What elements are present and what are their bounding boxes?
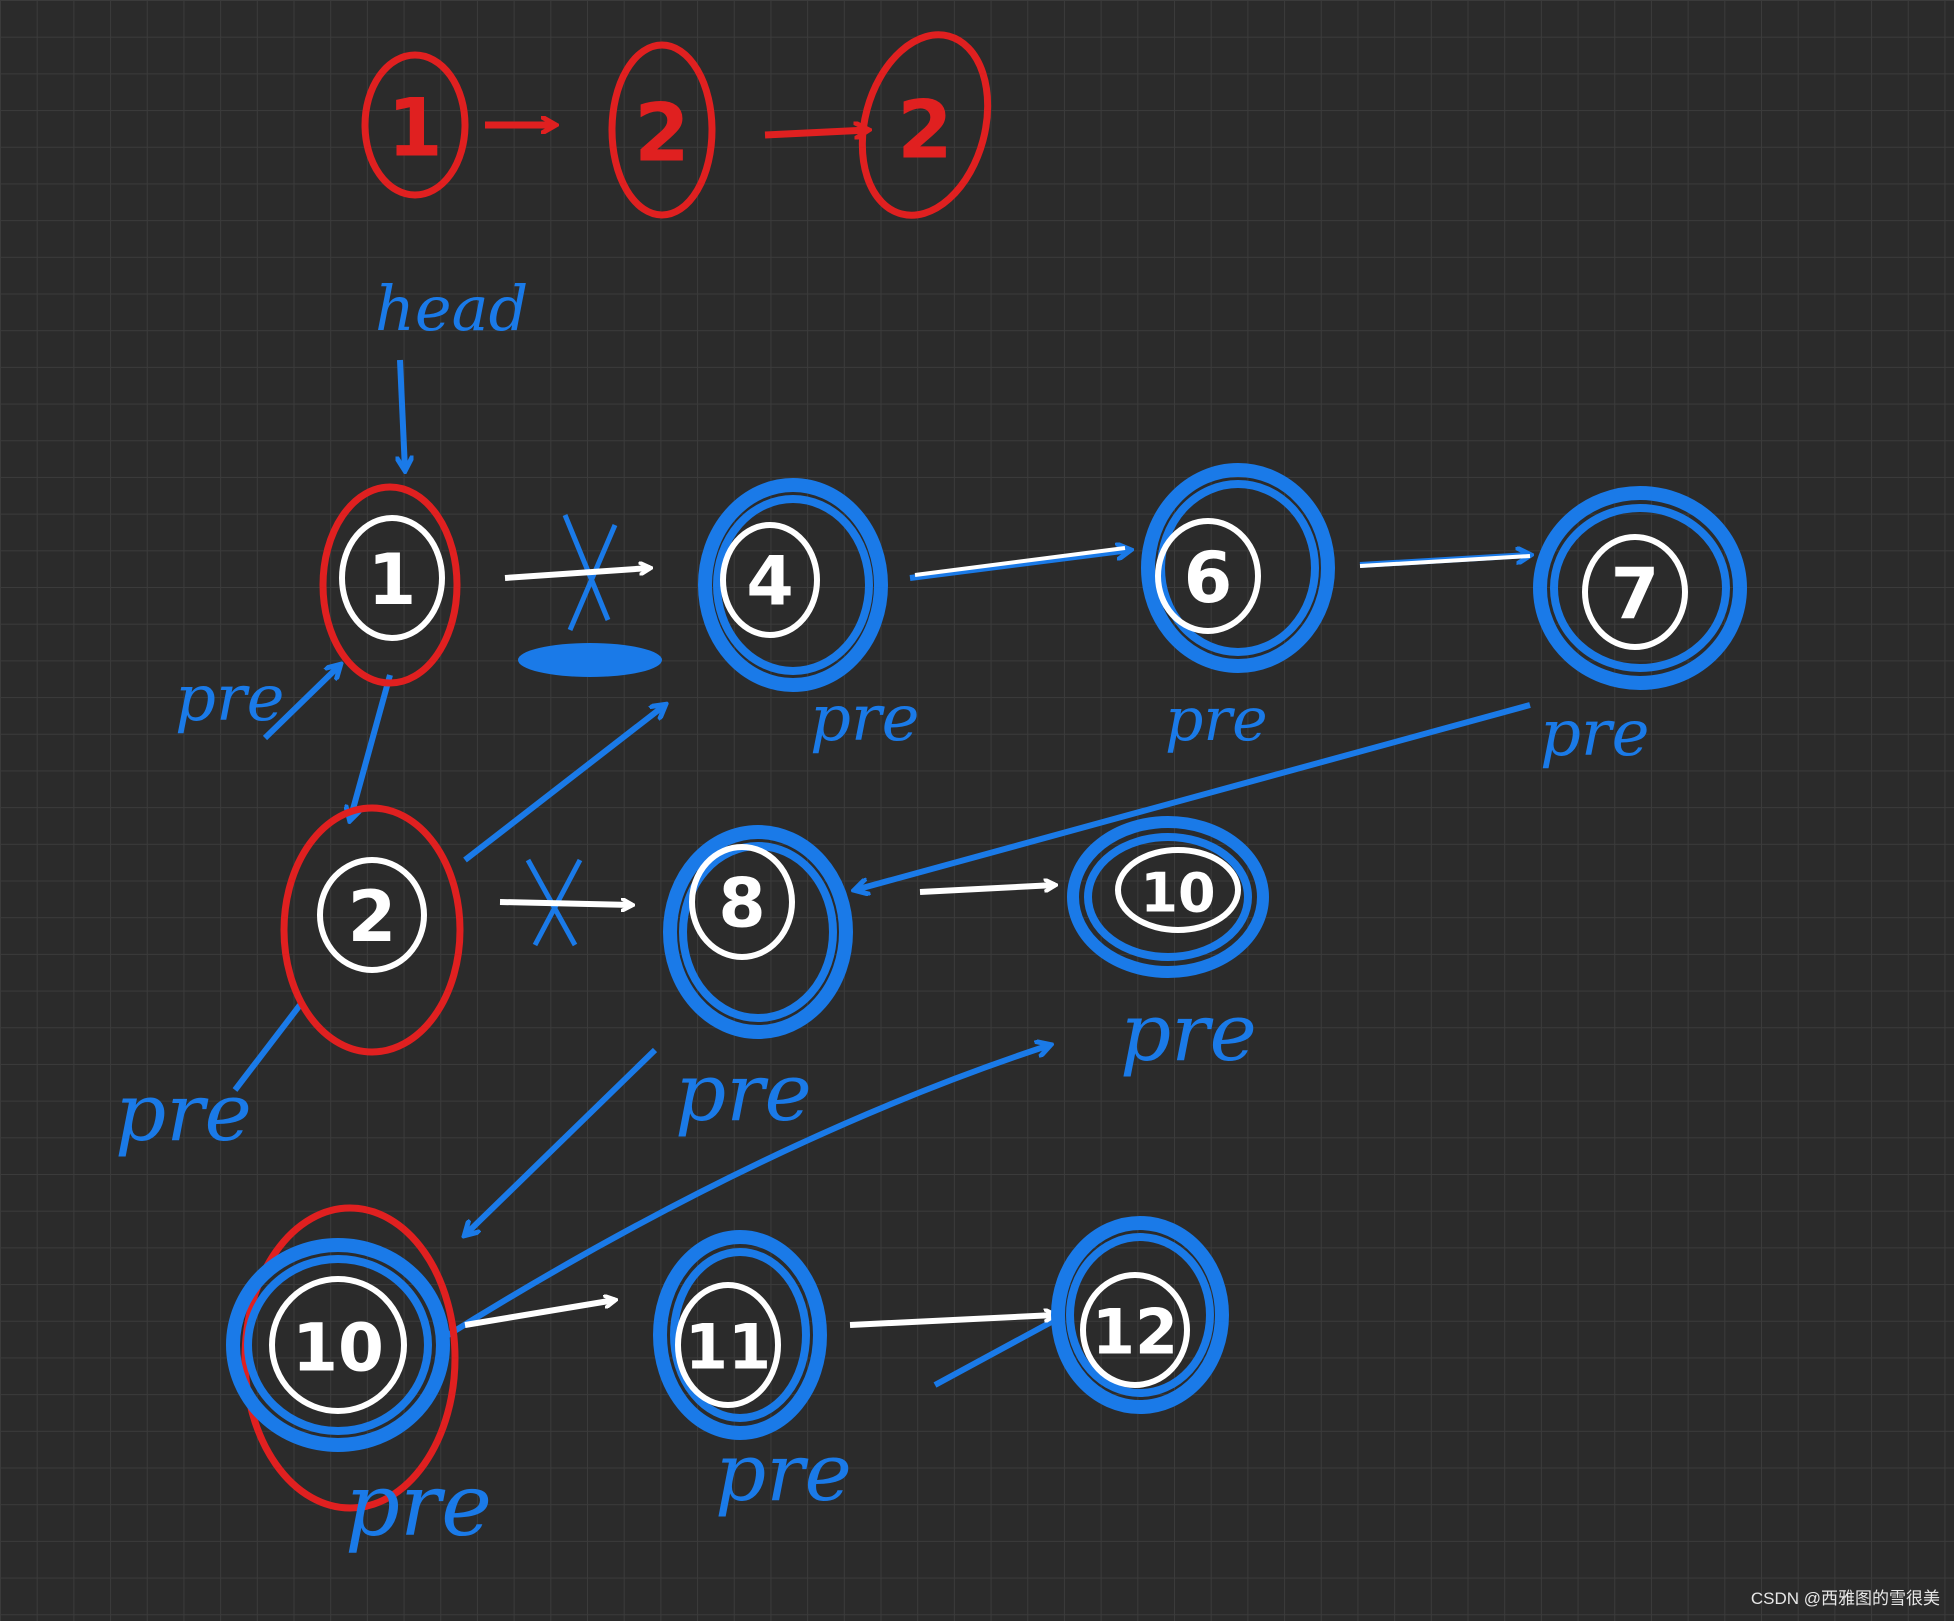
white-arrow-6-to-7 [1359,554,1531,568]
node-ring-white [720,522,820,638]
node-8: 8 [663,825,853,1039]
scribble-blob [518,643,662,677]
white-arrow-4-to-6 [914,546,1126,577]
pre-label: pre [1165,685,1268,755]
node-ring-blue [1141,463,1335,673]
node-ring-blue [679,842,837,1022]
arrow-2-to-4 [463,705,665,863]
pre-label: pre [715,1426,852,1519]
node-ring-blue [1066,1233,1214,1397]
pre-label: pre [345,1456,492,1556]
arrow-4-to-6 [909,550,1130,581]
node-value: 4 [746,543,793,622]
node-ring-white [317,857,427,973]
white-arrow-1-to-4 [504,568,650,581]
node-1: 1 [319,483,461,687]
arrow-11-to-12-blue [933,1317,1057,1388]
pre-label: pre [1540,697,1649,771]
node-ring-white [1155,518,1261,634]
node-10-middle: 10 [1067,816,1269,978]
node-ring-white [1582,534,1688,650]
node-ring-blue [1067,816,1269,978]
top-node-circle [361,51,469,199]
node-12: 12 [1051,1216,1229,1414]
node-value: 7 [1611,553,1660,635]
node-ring-blue [1084,833,1252,961]
node-value: 8 [718,865,765,944]
node-value: 11 [685,1311,771,1384]
pre-label: pre [1120,986,1257,1079]
top-arrow [764,130,868,135]
node-4: 4 [698,478,888,692]
node-ring-blue [244,1255,432,1435]
node-2: 2 [280,804,464,1056]
head-arrow [400,359,405,470]
pre-label: pre [675,1046,812,1139]
top-node-label: 2 [897,84,953,177]
node-7: 7 [1533,486,1747,690]
node-value: 6 [1184,537,1233,619]
node-ring-white [339,515,445,641]
node-ring-white [689,844,795,960]
arrow-10-to-10 [438,1045,1050,1343]
node-ring-blue [698,478,888,692]
pre-labels: pre pre pre pre pre pre pre pre pre [115,662,1649,1556]
node-ring-white [675,1282,781,1408]
node-ring-blue [653,1230,827,1440]
node-ring-red [280,804,464,1056]
white-arrow-11-to-12 [849,1315,1055,1328]
top-node-label: 1 [387,82,443,175]
node-value: 10 [292,1310,384,1387]
node-ring-blue [713,495,873,675]
watermark: CSDN @西雅图的雪很美 [1750,1589,1940,1608]
head-label: head [375,272,528,345]
node-value: 12 [1092,1296,1178,1369]
white-arrow-2-to-8 [499,902,632,905]
node-6: 6 [1141,463,1335,673]
pre-label: pre [115,1066,252,1159]
node-ring-blue [1550,504,1730,672]
top-node-circle [858,31,992,219]
node-value: 1 [368,539,417,621]
white-arrow-8-to-10 [919,885,1055,895]
white-links [464,546,1531,1328]
arrow-8-to-10 [465,1047,658,1235]
arrow-7-to-8 [855,702,1531,890]
node-value: 2 [348,876,397,958]
pre-arrow-2 [232,1003,303,1092]
node-ring-blue [663,825,853,1039]
node-ring-blue [670,1248,810,1422]
node-11: 11 [653,1230,827,1440]
top-red-list: 1 2 2 [361,31,992,219]
node-value: 10 [1140,862,1215,925]
node-ring-white [1115,847,1241,933]
white-arrow-10-to-11 [464,1300,615,1328]
node-ring-white [269,1276,407,1414]
pre-label: pre [810,682,919,756]
pre-arrow-1 [262,665,340,741]
pre-label: pre [175,662,284,736]
node-ring-blue [1051,1216,1229,1414]
head-pointer: head [375,272,528,470]
blue-links [232,514,1531,1388]
node-ring-blue [1533,486,1747,690]
node-ring-white [1080,1272,1190,1388]
node-10: 10 [226,1204,459,1512]
top-node-circle [608,41,716,219]
node-ring-red [319,483,461,687]
top-node-label: 2 [634,87,690,180]
arrow-1-to-2 [350,674,393,820]
node-ring-blue [226,1238,450,1452]
cross-mark [562,514,618,631]
